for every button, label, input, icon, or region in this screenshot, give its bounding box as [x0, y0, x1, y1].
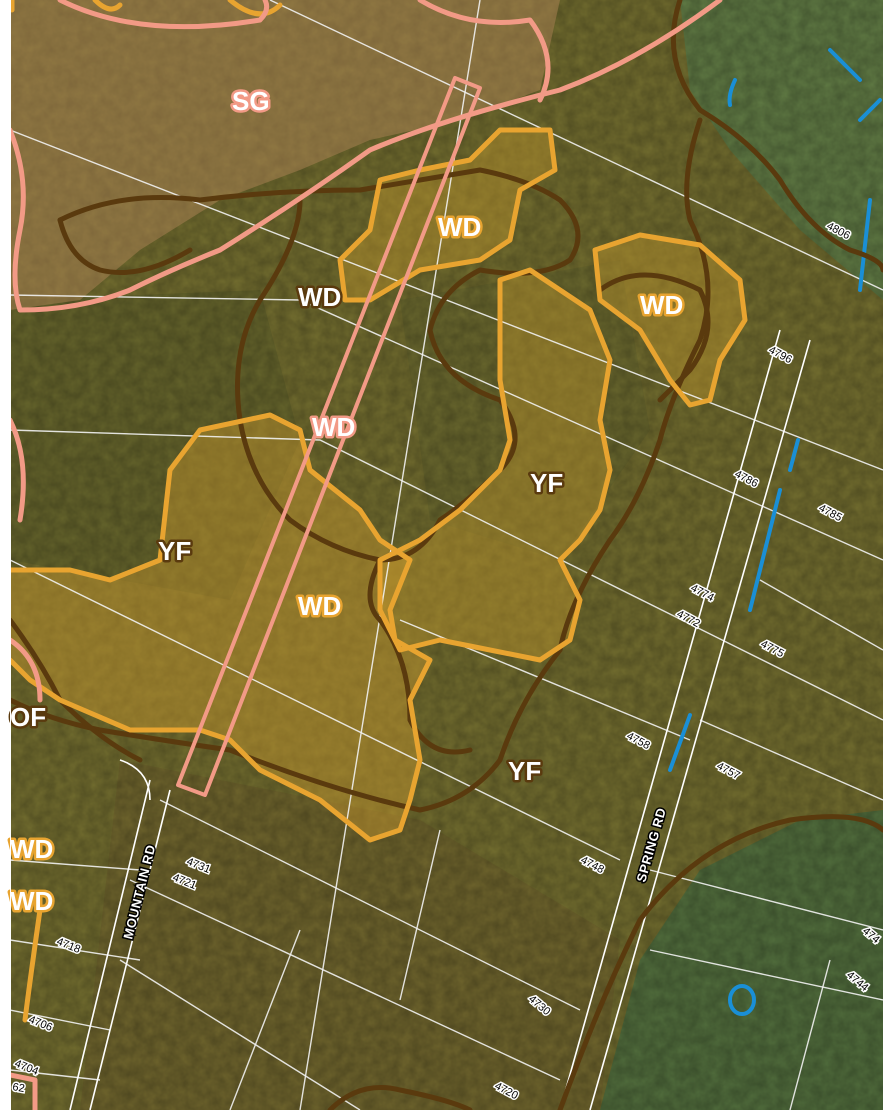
zone-labels: SG WD WD WD WD YF YF WD OF YF WD WD — [8, 84, 686, 919]
zone-label-wd[interactable]: WD — [436, 210, 484, 245]
zone-label-yf[interactable]: YF — [528, 466, 566, 501]
zone-label-wd[interactable]: WD — [638, 288, 686, 323]
zone-label-sg[interactable]: SG — [230, 84, 273, 119]
water-features — [668, 48, 882, 1016]
zone-label-of[interactable]: OF — [8, 700, 49, 735]
zone-label-wd[interactable]: WD — [310, 410, 358, 445]
map-left-edge — [10, 0, 11, 1110]
zone-label-wd[interactable]: WD — [8, 884, 56, 919]
zone-label-wd[interactable]: WD — [8, 832, 56, 867]
zone-label-wd[interactable]: WD — [296, 589, 344, 624]
zone-label-wd[interactable]: WD — [296, 280, 344, 315]
zone-label-yf[interactable]: YF — [506, 754, 544, 789]
address-label: 62 — [11, 1081, 25, 1095]
zone-label-yf[interactable]: YF — [156, 534, 194, 569]
